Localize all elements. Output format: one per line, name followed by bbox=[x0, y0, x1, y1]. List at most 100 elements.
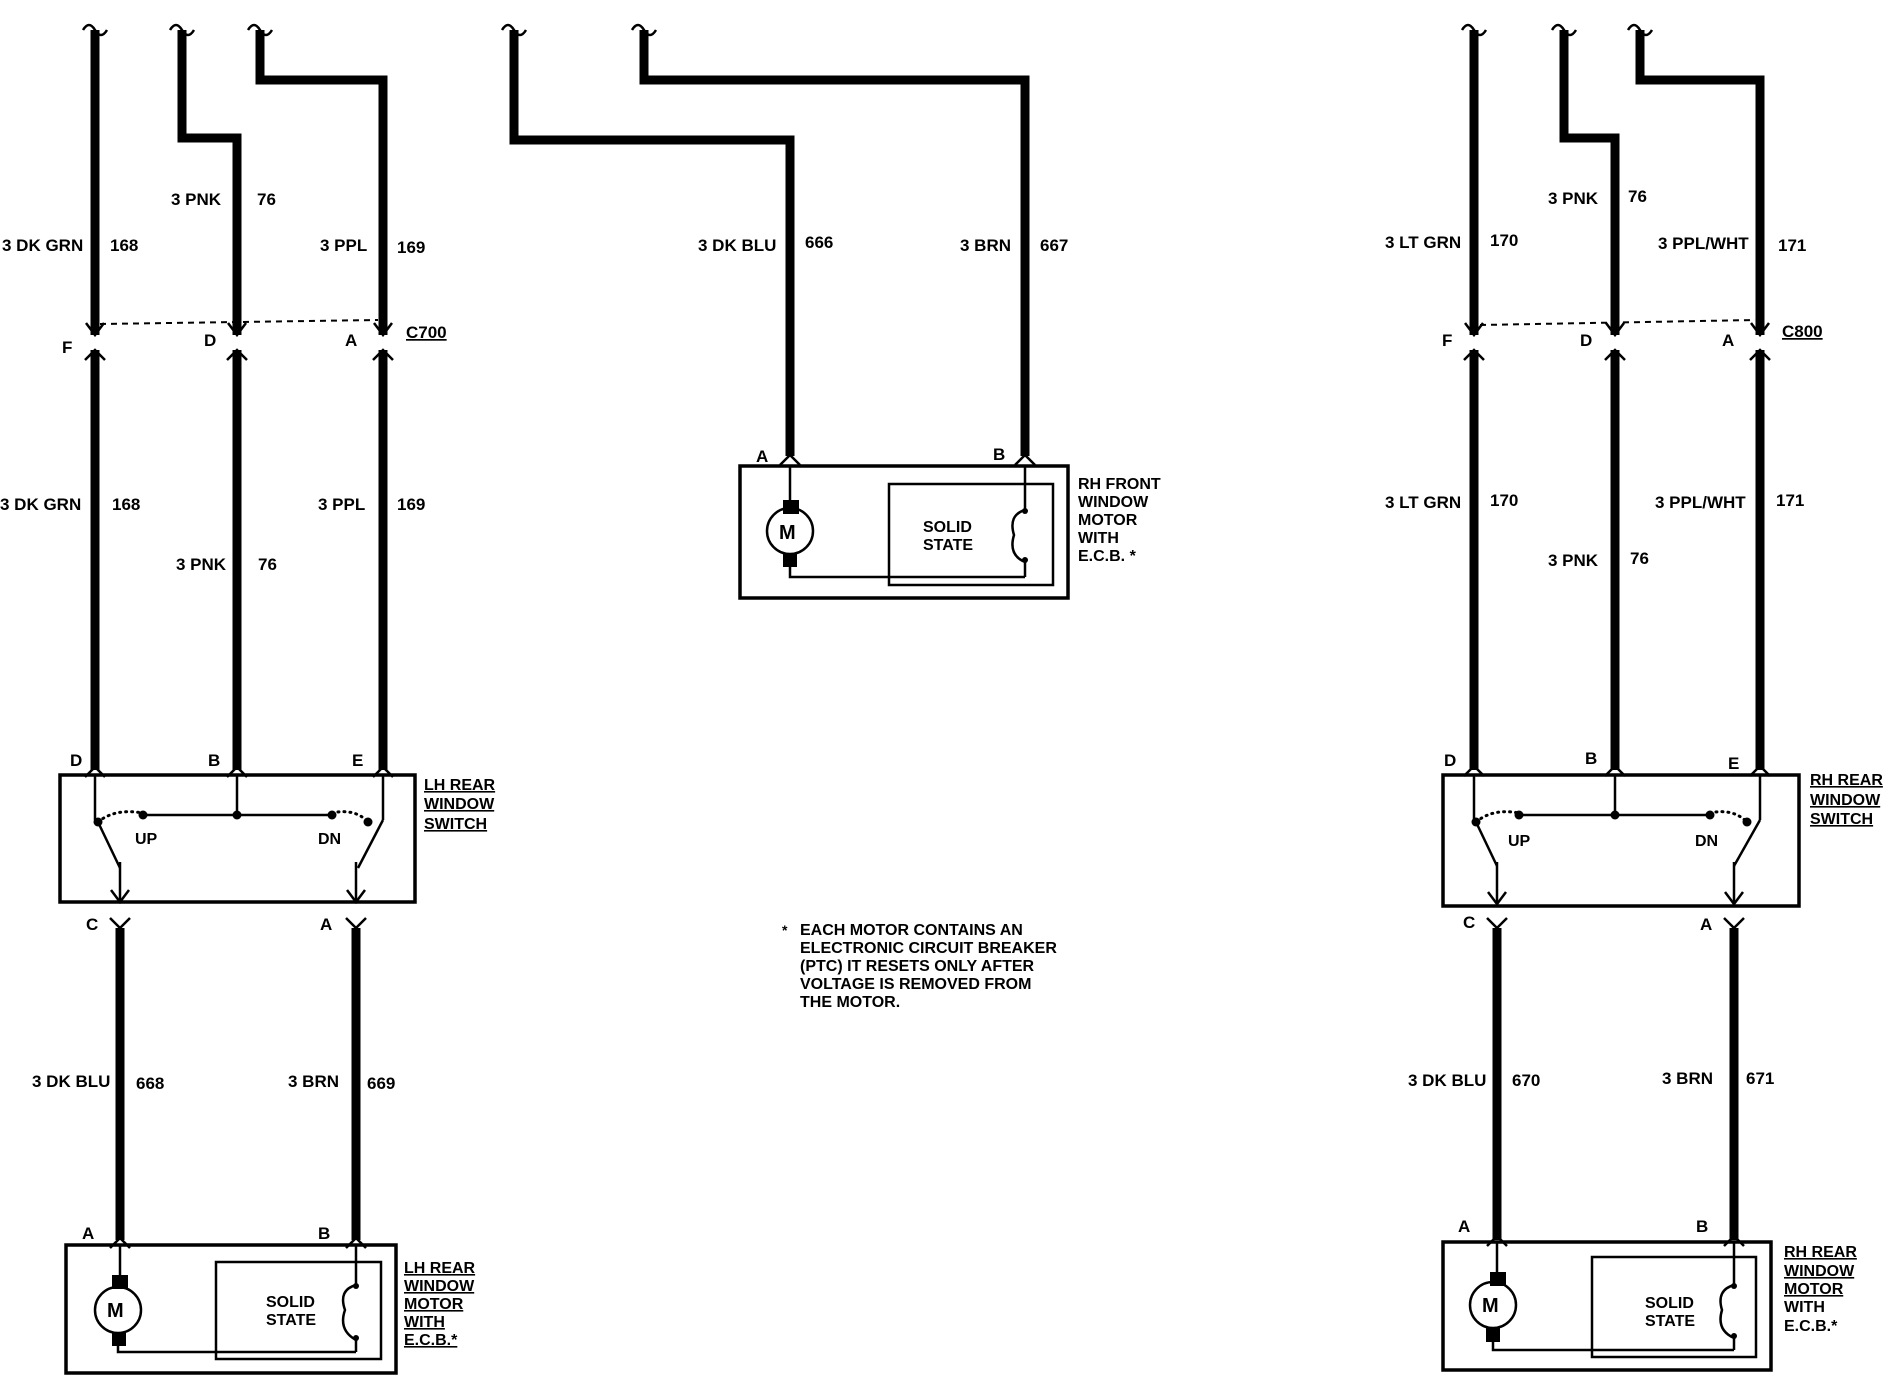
wire-color-label: 3 BRN bbox=[960, 236, 1011, 255]
wire-color-label: 3 LT GRN bbox=[1385, 493, 1461, 512]
wire-169 bbox=[255, 30, 388, 770]
pin-label: A bbox=[1700, 915, 1712, 934]
pin-label: C bbox=[86, 915, 98, 934]
component-label: LH REAR bbox=[404, 1260, 476, 1277]
motor-symbol: M bbox=[1482, 1295, 1499, 1317]
wire-color-label: 3 PPL/WHT bbox=[1658, 234, 1749, 253]
wire-circuit-label: 170 bbox=[1490, 491, 1518, 510]
wire-color-label: 3 PNK bbox=[171, 190, 222, 209]
wire-circuit-label: 671 bbox=[1746, 1069, 1774, 1088]
wire-color-label: 3 DK BLU bbox=[698, 236, 776, 255]
connector-c700: F D A C700 bbox=[62, 319, 447, 362]
pin-label: D bbox=[70, 751, 82, 770]
connector-label: C700 bbox=[406, 323, 447, 342]
pin-label: A bbox=[756, 447, 768, 466]
wire-circuit-label: 666 bbox=[805, 233, 833, 252]
lh-rear-circuit: F D A C700 3 DK GRN 168 3 PNK 76 3 PPL 1… bbox=[0, 23, 496, 1375]
pin-label: A bbox=[345, 331, 357, 350]
pin-label: A bbox=[82, 1224, 94, 1243]
wire-circuit-label: 168 bbox=[110, 236, 138, 255]
component-label: E.C.B.* bbox=[404, 1332, 458, 1349]
solid-state-label: SOLID bbox=[923, 519, 972, 536]
wire-circuit-label: 76 bbox=[258, 555, 277, 574]
wire-circuit-label: 76 bbox=[257, 190, 276, 209]
rh-rear-window-switch: D B E UP DN RH REAR WINDOW SWITC bbox=[1441, 749, 1883, 908]
motor-symbol: M bbox=[779, 522, 796, 544]
pin-label: B bbox=[993, 445, 1005, 464]
solid-state-label: STATE bbox=[923, 537, 973, 554]
connector-c800: F D A C800 bbox=[1442, 319, 1823, 362]
wire-667 bbox=[639, 30, 1030, 456]
component-label: SWITCH bbox=[424, 816, 487, 833]
solid-state-label: SOLID bbox=[1645, 1295, 1694, 1312]
connector-label: C800 bbox=[1782, 322, 1823, 341]
pin-label: A bbox=[320, 915, 332, 934]
switch-dn-label: DN bbox=[1695, 833, 1718, 850]
component-label: SWITCH bbox=[1810, 811, 1873, 828]
pin-label: E bbox=[1728, 754, 1739, 773]
wire-color-label: 3 DK BLU bbox=[32, 1072, 110, 1091]
component-label: WINDOW bbox=[1784, 1263, 1855, 1280]
switch-up-label: UP bbox=[1508, 833, 1531, 850]
wire-color-label: 3 PNK bbox=[1548, 189, 1599, 208]
rh-front-circuit: 3 DK BLU 666 3 BRN 667 A B M SOLID STATE… bbox=[500, 23, 1161, 600]
wire-color-label: 3 PNK bbox=[1548, 551, 1599, 570]
wire-circuit-label: 667 bbox=[1040, 236, 1068, 255]
wire-76-left bbox=[177, 30, 242, 770]
wire-break-icon bbox=[81, 23, 274, 37]
component-label: WINDOW bbox=[404, 1278, 475, 1295]
wire-break-icon bbox=[500, 23, 658, 37]
wire-color-label: 3 LT GRN bbox=[1385, 233, 1461, 252]
switch-up-label: UP bbox=[135, 831, 158, 848]
wire-color-label: 3 DK BLU bbox=[1408, 1071, 1486, 1090]
wire-break-icon bbox=[1460, 23, 1654, 37]
component-label: WITH bbox=[1784, 1299, 1825, 1316]
wire-color-label: 3 PPL/WHT bbox=[1655, 493, 1746, 512]
wire-circuit-label: 170 bbox=[1490, 231, 1518, 250]
lh-rear-window-switch: D B E UP DN LH REAR WINDOW SWITC bbox=[58, 751, 496, 904]
wire-color-label: 3 BRN bbox=[1662, 1069, 1713, 1088]
component-label: RH FRONT bbox=[1078, 476, 1161, 493]
wire-circuit-label: 670 bbox=[1512, 1071, 1540, 1090]
rh-front-window-motor: A B M SOLID STATE RH FRONT WINDOW MOTOR … bbox=[738, 445, 1161, 600]
pin-label: D bbox=[204, 331, 216, 350]
solid-state-label: STATE bbox=[1645, 1313, 1695, 1330]
solid-state-label: STATE bbox=[266, 1312, 316, 1329]
wire-color-label: 3 PPL bbox=[320, 236, 367, 255]
component-label: RH REAR bbox=[1784, 1244, 1857, 1261]
wire-circuit-label: 169 bbox=[397, 495, 425, 514]
pin-label: B bbox=[1585, 749, 1597, 768]
component-label: WINDOW bbox=[1078, 494, 1149, 511]
wire-circuit-label: 169 bbox=[397, 238, 425, 257]
wire-666 bbox=[509, 30, 795, 456]
component-label: WINDOW bbox=[424, 796, 495, 813]
wire-circuit-label: 669 bbox=[367, 1074, 395, 1093]
pin-label: D bbox=[1444, 751, 1456, 770]
pin-label: B bbox=[208, 751, 220, 770]
wire-76-right bbox=[1559, 30, 1620, 335]
switch-dn-label: DN bbox=[318, 831, 341, 848]
wire-color-label: 3 DK GRN bbox=[2, 236, 83, 255]
rh-rear-window-motor: A B M SOLID STATE RH REAR WINDOW MOTOR W… bbox=[1441, 1217, 1857, 1372]
wire-color-label: 3 PNK bbox=[176, 555, 227, 574]
rh-rear-circuit: F D A C800 3 LT GRN 170 3 PNK 76 3 PPL/W… bbox=[1385, 23, 1883, 1372]
pin-label: B bbox=[318, 1224, 330, 1243]
solid-state-label: SOLID bbox=[266, 1294, 315, 1311]
ecb-footnote: EACH MOTOR CONTAINS AN ELECTRONIC CIRCUI… bbox=[800, 922, 1057, 1011]
wire-color-label: 3 PPL bbox=[318, 495, 365, 514]
pin-label: B bbox=[1696, 1217, 1708, 1236]
component-label: WITH bbox=[1078, 530, 1119, 547]
component-label: E.C.B. * bbox=[1078, 548, 1137, 565]
component-label: MOTOR bbox=[404, 1296, 464, 1313]
wire-circuit-label: 76 bbox=[1630, 549, 1649, 568]
wire-color-label: 3 BRN bbox=[288, 1072, 339, 1091]
wire-circuit-label: 171 bbox=[1776, 491, 1804, 510]
component-label: E.C.B.* bbox=[1784, 1318, 1838, 1335]
motor-symbol: M bbox=[107, 1300, 124, 1322]
wire-color-label: 3 DK GRN bbox=[0, 495, 81, 514]
component-label: WITH bbox=[404, 1314, 445, 1331]
component-label: LH REAR bbox=[424, 777, 496, 794]
wire-circuit-label: 668 bbox=[136, 1074, 164, 1093]
note-marker: * bbox=[782, 922, 788, 938]
